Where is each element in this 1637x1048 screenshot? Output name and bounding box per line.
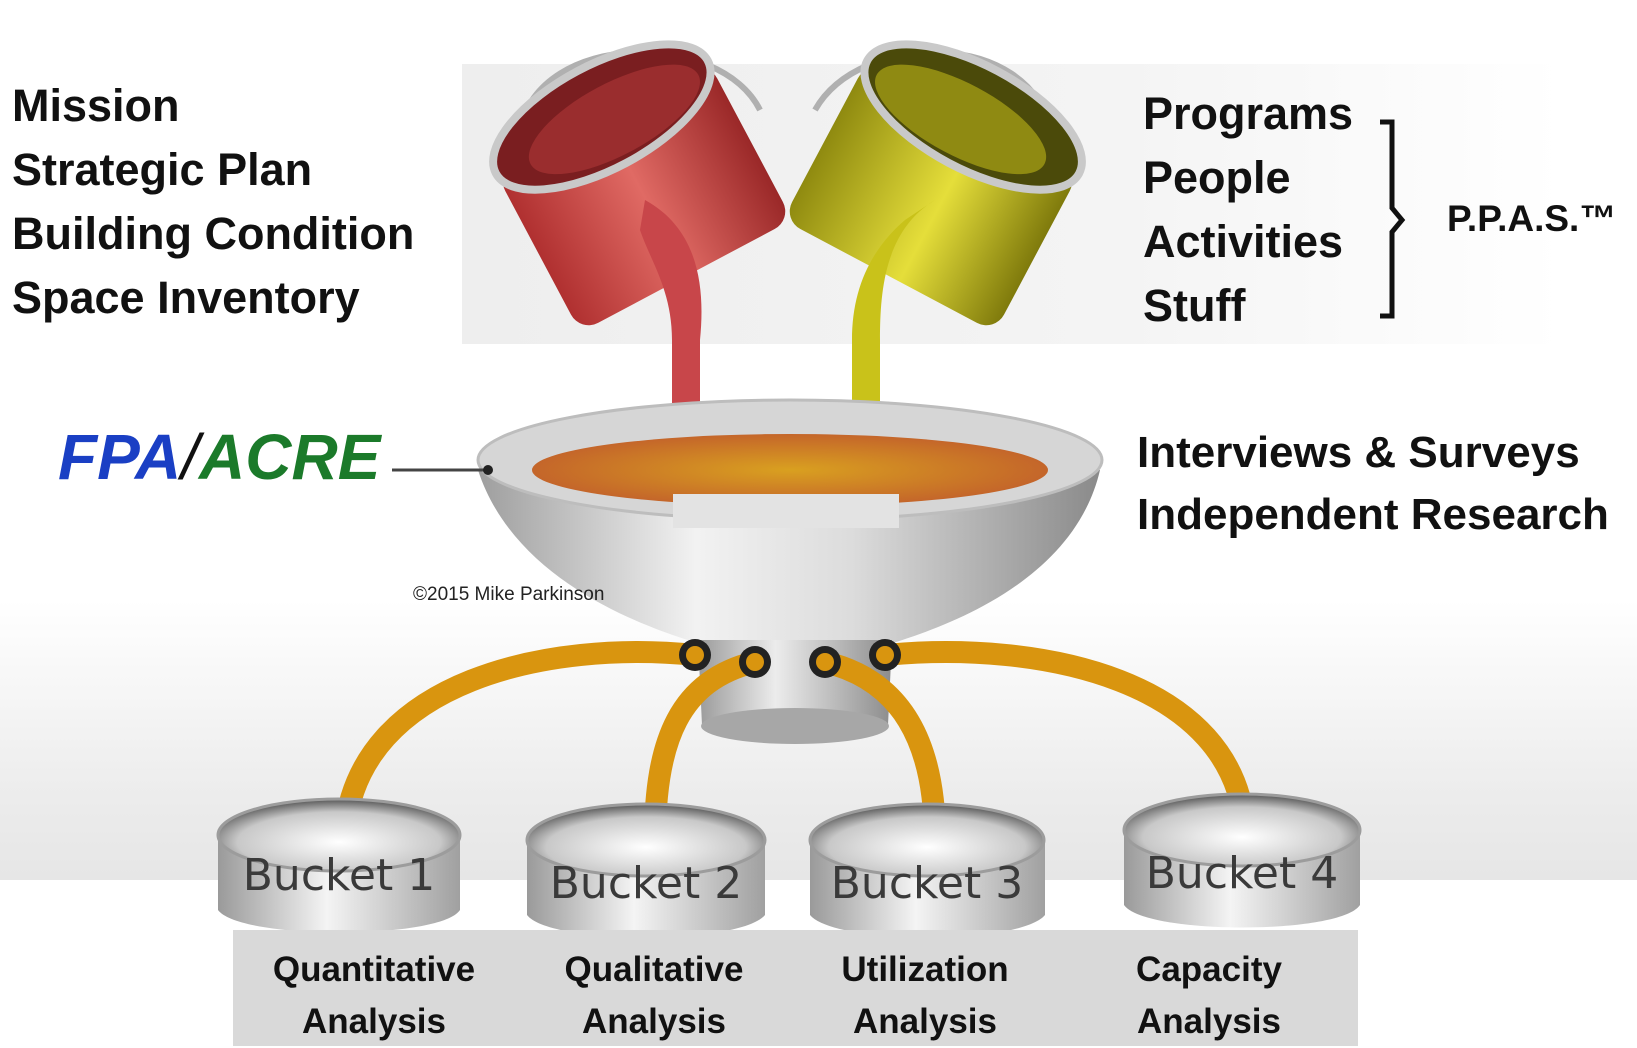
- fpa-pointer-dot: [483, 465, 493, 475]
- fpa-text: FPA: [58, 421, 182, 493]
- bucket-label-1: Bucket 1: [242, 850, 436, 901]
- bucket-4: [1122, 792, 1362, 928]
- list-item: Building Condition: [12, 208, 415, 259]
- fpa-separator: /: [181, 421, 200, 493]
- bucket-label-3: Bucket 3: [830, 858, 1024, 909]
- bucket-label-2: Bucket 2: [549, 858, 743, 909]
- research-methods-list: Interviews & Surveys Independent Researc…: [1137, 422, 1609, 546]
- bucket-3: [808, 802, 1046, 938]
- analysis-line2: Analysis: [1137, 1002, 1281, 1041]
- list-item: Programs: [1143, 88, 1354, 139]
- funnel: [476, 398, 1104, 744]
- bucket-1: [216, 797, 462, 933]
- context-inputs-list: Mission Strategic Plan Building Conditio…: [12, 74, 414, 330]
- ppas-inputs-list: Programs People Activities Stuff: [1143, 82, 1353, 338]
- analysis-line1: Utilization: [841, 950, 1009, 989]
- list-item: Interviews & Surveys: [1137, 428, 1580, 477]
- list-item: Space Inventory: [12, 272, 360, 323]
- list-item: Stuff: [1143, 280, 1246, 331]
- analysis-label-3: Utilization Analysis: [790, 944, 1060, 1048]
- analysis-line1: Quantitative: [272, 950, 476, 989]
- bucket-label-4: Bucket 4: [1145, 848, 1339, 899]
- analysis-line1: Qualitative: [564, 950, 744, 989]
- list-item: Strategic Plan: [12, 144, 313, 195]
- yellow-paint-can: [789, 40, 1086, 326]
- analysis-line2: Analysis: [582, 1002, 726, 1041]
- fpa-acre-label: FPA/ACRE: [58, 420, 380, 494]
- acre-text: ACRE: [199, 421, 381, 493]
- ppas-label: P.P.A.S.™: [1447, 198, 1617, 239]
- analysis-label-2: Qualitative Analysis: [519, 944, 789, 1048]
- copyright-notice: ©2015 Mike Parkinson: [413, 584, 605, 605]
- bucket-2: [525, 802, 767, 938]
- list-item: Mission: [12, 80, 180, 131]
- ppas-bracket: [1380, 119, 1406, 319]
- pipe-ports: [679, 639, 901, 678]
- analysis-line2: Analysis: [302, 1002, 446, 1041]
- red-paint-can: [489, 40, 786, 326]
- list-item: Activities: [1143, 216, 1344, 267]
- list-item: People: [1143, 152, 1291, 203]
- analysis-label-1: Quantitative Analysis: [239, 944, 509, 1048]
- analysis-line1: Capacity: [1136, 950, 1282, 989]
- list-item: Independent Research: [1137, 490, 1609, 539]
- analysis-bar: [233, 930, 1358, 1046]
- analysis-label-4: Capacity Analysis: [1074, 944, 1344, 1048]
- analysis-line2: Analysis: [853, 1002, 997, 1041]
